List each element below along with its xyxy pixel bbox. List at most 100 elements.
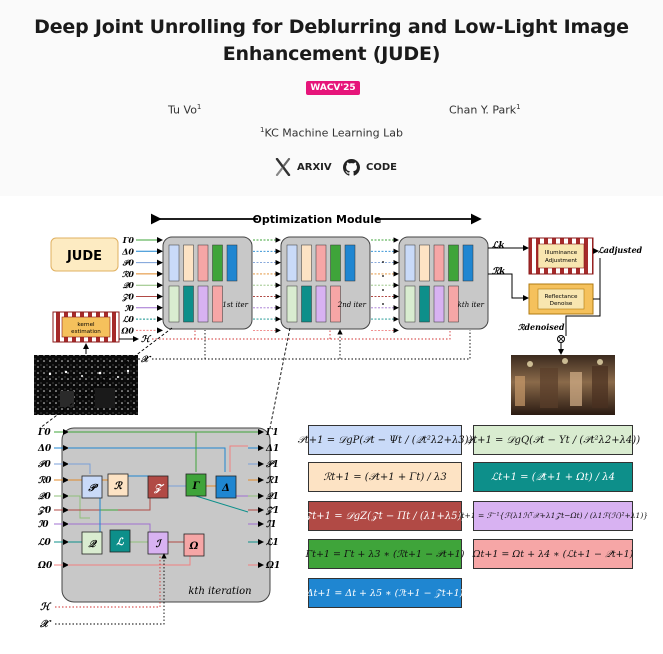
operator-label-1: ℛ xyxy=(114,480,123,492)
iteration-modules: 1st iter 2nd iter kth iter xyxy=(162,236,489,330)
module-op-top-0 xyxy=(168,244,180,282)
detail-input-2: 𝒫0 xyxy=(37,460,51,470)
input-var-6: ℐ0 xyxy=(125,303,135,313)
module-op-top-3 xyxy=(212,244,223,282)
paper-title-line2: Enhancement (JUDE) xyxy=(222,43,441,65)
module-op-bottom-3 xyxy=(212,285,223,323)
detail-input-6: ℐ0 xyxy=(38,520,49,530)
X-label-bottom: 𝒳 xyxy=(39,619,52,630)
affiliation: 1KC Machine Learning Lab xyxy=(260,126,403,140)
operator-label-0: 𝒫 xyxy=(87,483,98,494)
input-var-1: Δ0 xyxy=(121,246,134,256)
operator-block-2 xyxy=(147,475,169,499)
module-op-bottom-2 xyxy=(433,285,445,323)
equation-Q: 𝒬t+1 = 𝒟gQ(𝒫t − Υt / (𝒫t²λ2+λ4)) xyxy=(466,425,640,455)
arxiv-link[interactable]: ARXIV xyxy=(275,157,332,177)
operator-block-4 xyxy=(215,475,237,499)
module-op-bottom-3 xyxy=(448,285,459,323)
detail-input-1: Δ0 xyxy=(37,444,52,454)
module-op-top-2 xyxy=(315,244,327,282)
operator-block-0 xyxy=(81,475,103,499)
module-op-top-1 xyxy=(419,244,430,282)
author-chan-park[interactable]: Chan Y. Park1 xyxy=(449,103,521,117)
detail-output-2: 𝒫1 xyxy=(265,460,279,470)
equation-Omega: Ωt+1 = Ωt + λ4 ∗ (ℒt+1 − 𝒬t+1) xyxy=(473,539,633,569)
kth-iteration-detail-panel xyxy=(61,427,271,603)
operator-label-7: ℐ xyxy=(156,539,163,550)
iteration-label-3: kth iter xyxy=(458,301,485,309)
module-op-bottom-0 xyxy=(168,285,180,323)
output-L-label: ℒk xyxy=(492,241,505,251)
input-var-4: 𝒬0 xyxy=(123,280,135,290)
operator-block-8 xyxy=(183,533,205,557)
low-light-blurry-input-image xyxy=(34,355,138,415)
operator-block-1 xyxy=(107,473,129,497)
code-link[interactable]: CODE xyxy=(343,157,397,177)
input-var-0: Γ0 xyxy=(122,235,135,245)
equation-Gamma: Γt+1 = Γt + λ3 ∗ (ℛt+1 − 𝒫t+1) xyxy=(306,539,464,569)
operator-block-7 xyxy=(147,531,169,555)
module-op-top-1 xyxy=(183,244,194,282)
module-op-top-3 xyxy=(330,244,341,282)
detail-output-4: 𝒬1 xyxy=(266,492,279,502)
output-L-adjusted-label: ℒadjusted xyxy=(598,245,643,255)
paper-header: Deep Joint Unrolling for Deblurring and … xyxy=(0,0,663,196)
module-op-bottom-1 xyxy=(419,285,430,323)
module-op-top-0 xyxy=(404,244,416,282)
operator-label-3: Γ xyxy=(191,481,200,492)
H-label-bottom: ℋ xyxy=(40,602,52,613)
detail-output-3: ℛ1 xyxy=(266,475,279,486)
operator-block-6 xyxy=(109,529,131,553)
module-op-bottom-1 xyxy=(301,285,312,323)
iteration-label-1: 1st iter xyxy=(222,301,248,309)
detail-output-1: Δ1 xyxy=(265,444,279,454)
X-label-top: 𝒳 xyxy=(140,355,152,365)
jude-box xyxy=(50,237,119,272)
operator-label-6: ℒ xyxy=(116,537,124,548)
detail-output-0: Γ1 xyxy=(265,428,279,438)
operator-label-5: 𝒬 xyxy=(88,539,97,550)
svg-text:estimation: estimation xyxy=(71,329,101,335)
venue-badge: WACV'25 xyxy=(306,81,360,95)
equation-Delta: Δt+1 = Δt + λ5 ∗ (ℐt+1 − 𝒵t+1) xyxy=(307,578,463,608)
svg-text:Adjustment: Adjustment xyxy=(545,258,578,264)
module-op-top-2 xyxy=(433,244,445,282)
optimization-module-label: Optimization Module xyxy=(253,213,382,226)
output-R-label: ℛk xyxy=(492,266,505,277)
paper-title-line1: Deep Joint Unrolling for Deblurring and … xyxy=(34,16,629,38)
detail-input-4: 𝒬0 xyxy=(38,492,51,502)
module-op-bottom-1 xyxy=(183,285,194,323)
jude-label: JUDE xyxy=(66,249,102,264)
detail-input-7: ℒ0 xyxy=(38,538,51,548)
detail-input-3: ℛ0 xyxy=(38,475,52,486)
module-op-top-3 xyxy=(448,244,459,282)
github-icon xyxy=(343,158,360,176)
equation-L: ℒt+1 = (𝒬t+1 + Ωt) / λ4 xyxy=(473,462,633,492)
pipeline-diagram: Optimization Module JUDE Γ0Δ0𝒫0ℛ0𝒬0𝒵0ℐ0ℒ… xyxy=(34,211,643,630)
svg-text:kernel: kernel xyxy=(77,322,95,328)
module-op-top-4 xyxy=(344,244,356,282)
detail-output-5: 𝒵1 xyxy=(265,506,279,516)
input-var-7: ℒ0 xyxy=(123,314,135,324)
operator-label-8: Ω xyxy=(189,541,199,552)
equation-I: ℐt+1 = ℱ⁻¹{ℱ(λ1ℋᵀ𝒳+λ1𝒵t−Ωt) / (λ1ℱ(ℋ)²+λ… xyxy=(458,501,648,531)
module-op-bottom-0 xyxy=(404,285,416,323)
detail-output-8: Ω1 xyxy=(265,561,280,571)
equation-Z: 𝒵t+1 = 𝒟gZ(𝒵t − Πt / (λ1+λ5)) xyxy=(305,501,465,531)
operator-block-5 xyxy=(81,531,103,555)
input-var-8: Ω0 xyxy=(120,325,134,335)
iteration-label-2: 2nd iter xyxy=(337,301,367,309)
author-tu-vo[interactable]: Tu Vo1 xyxy=(168,103,202,117)
module-op-top-4 xyxy=(462,244,474,282)
kth-iteration-label: kth iteration xyxy=(188,586,251,597)
module-op-top-0 xyxy=(286,244,298,282)
inter-module-arrows xyxy=(253,237,399,334)
module-op-bottom-2 xyxy=(197,285,209,323)
module-op-top-1 xyxy=(301,244,312,282)
detail-input-8: Ω0 xyxy=(37,561,53,571)
input-var-3: ℛ0 xyxy=(122,269,134,279)
